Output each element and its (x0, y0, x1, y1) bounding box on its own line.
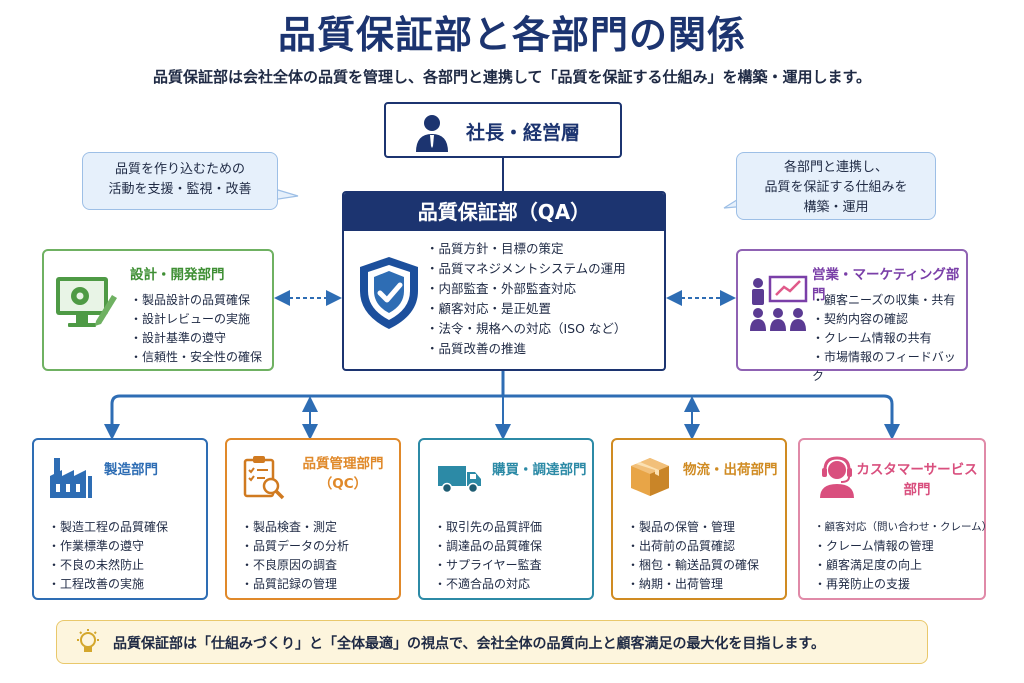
footer-text: 品質保証部は「仕組みづくり」と「全体最適」の視点で、会社全体の品質向上と顧客満足… (113, 636, 826, 652)
list-item: ・顧客対応・是正処置 (426, 301, 552, 316)
quality-control-title: 品質管理部門 （QC） (293, 452, 393, 492)
design-duties-list: ・製品設計の品質確保 ・設計レビューの実施 ・設計基準の遵守 ・信頼性・安全性の… (130, 291, 262, 367)
procurement-title: 購買・調達部門 (492, 462, 587, 478)
lightbulb-icon (77, 629, 99, 652)
factory-icon (50, 458, 92, 498)
list-item: ・設計基準の遵守 (130, 331, 227, 345)
list-item: ・製品検査・測定 (241, 520, 338, 534)
design-department-box: 設計・開発部門 ・製品設計の品質確保 ・設計レビューの実施 ・設計基準の遵守 ・… (42, 249, 274, 371)
qa-duties-list: ・品質方針・目標の策定 ・品質マネジメントシステムの運用 ・内部監査・外部監査対… (426, 239, 626, 359)
monitor-gear-icon (56, 277, 117, 327)
bubble-left-line-1: 品質を作り込むための (114, 162, 245, 177)
list-item: ・不良原因の調査 (241, 558, 338, 572)
footer-note: 品質保証部は「仕組みづくり」と「全体最適」の視点で、会社全体の品質向上と顧客満足… (56, 620, 928, 664)
list-item: ・クレーム情報の共有 (812, 331, 932, 345)
truck-icon (438, 466, 481, 494)
presentation-team-icon (750, 275, 808, 331)
manufacturing-duties-list: ・製造工程の品質確保 ・作業標準の遵守 ・不良の未然防止 ・工程改善の実施 (48, 518, 168, 594)
list-item: ・品質改善の推進 (426, 341, 527, 356)
logistics-duties-list: ・製品の保管・管理 ・出荷前の品質確認 ・梱包・輸送品質の確保 ・納期・出荷管理 (627, 518, 759, 594)
qa-department-box: 品質保証部（QA） ・品質方針・目標の策定 ・品質マネジメントシステムの運用 ・… (342, 191, 666, 371)
page-subtitle: 品質保証部は会社全体の品質を管理し、各部門と連携して「品質を保証する仕組み」を構… (152, 68, 872, 86)
list-item: ・取引先の品質評価 (434, 520, 543, 534)
list-item: ・設計レビューの実施 (130, 312, 251, 326)
headset-icon (820, 456, 854, 498)
box-icon (631, 458, 669, 496)
list-item: ・契約内容の確認 (812, 312, 909, 326)
sales-title: 営業・マーケティング部門 (812, 267, 960, 303)
speech-bubble-right: 各部門と連携し、 品質を保証する仕組みを 構築・運用 (736, 152, 936, 220)
president-box: 社長・経営層 (384, 102, 622, 158)
procurement-department-box: 購買・調達部門 ・取引先の品質評価 ・調達品の品質確保 ・サプライヤー監査 ・不… (418, 438, 594, 600)
list-item: ・内部監査・外部監査対応 (426, 281, 577, 296)
quality-control-title-line-2: （QC） (318, 476, 368, 492)
bubble-right-line-2: 品質を保証する仕組みを (764, 180, 908, 195)
list-item: ・作業標準の遵守 (48, 539, 145, 553)
list-item: ・調達品の品質確保 (434, 539, 543, 553)
list-item: ・クレーム情報の管理 (814, 539, 934, 553)
logistics-title: 物流・出荷部門 (683, 462, 778, 478)
list-item: ・不良の未然防止 (48, 558, 145, 572)
president-label: 社長・経営層 (466, 122, 581, 144)
customer-service-department-box: カスタマーサービス部門 ・顧客対応（問い合わせ・クレーム） ・クレーム情報の管理… (798, 438, 992, 600)
list-item: ・法令・規格への対応（ISO など） (426, 321, 627, 336)
list-item: ・品質マネジメントシステムの運用 (426, 261, 626, 276)
shield-check-icon (360, 257, 418, 329)
design-title: 設計・開発部門 (130, 267, 225, 283)
list-item: ・品質記録の管理 (241, 577, 338, 591)
list-item: ・顧客対応（問い合わせ・クレーム） (814, 521, 993, 533)
list-item: ・製品の保管・管理 (627, 520, 736, 534)
page-title: 品質保証部と各部門の関係 (277, 13, 746, 57)
logistics-department-box: 物流・出荷部門 ・製品の保管・管理 ・出荷前の品質確認 ・梱包・輸送品質の確保 … (611, 438, 787, 600)
sales-department-box: 営業・マーケティング部門 ・顧客ニーズの収集・共有 ・契約内容の確認 ・クレーム… (736, 249, 968, 383)
list-item: ・納期・出荷管理 (627, 577, 724, 591)
qa-title: 品質保証部（QA） (344, 193, 664, 231)
person-icon (416, 115, 448, 152)
list-item: ・製品設計の品質確保 (130, 293, 251, 307)
list-item: ・再発防止の支援 (814, 577, 911, 591)
procurement-duties-list: ・取引先の品質評価 ・調達品の品質確保 ・サプライヤー監査 ・不適合品の対応 (434, 518, 542, 594)
list-item: ・信頼性・安全性の確保 (130, 350, 263, 364)
quality-control-title-line-1: 品質管理部門 (302, 456, 384, 472)
manufacturing-department-box: 製造部門 ・製造工程の品質確保 ・作業標準の遵守 ・不良の未然防止 ・工程改善の… (32, 438, 208, 600)
customer-service-title: カスタマーサービス部門 (856, 462, 978, 498)
list-item: ・出荷前の品質確認 (627, 539, 736, 553)
list-item: ・品質方針・目標の策定 (426, 241, 564, 256)
list-item: ・梱包・輸送品質の確保 (627, 558, 760, 572)
list-item: ・顧客満足度の向上 (814, 558, 923, 572)
bubble-right-line-1: 各部門と連携し、 (783, 160, 888, 175)
quality-control-duties-list: ・製品検査・測定 ・品質データの分析 ・不良原因の調査 ・品質記録の管理 (241, 518, 349, 594)
list-item: ・工程改善の実施 (48, 577, 145, 591)
customer-service-duties-list: ・顧客対応（問い合わせ・クレーム） ・クレーム情報の管理 ・顧客満足度の向上 ・… (814, 518, 992, 594)
list-item: ・サプライヤー監査 (434, 558, 542, 572)
sales-duties-list: ・顧客ニーズの収集・共有 ・契約内容の確認 ・クレーム情報の共有 ・市場情報のフ… (812, 291, 966, 386)
manufacturing-title: 製造部門 (104, 462, 158, 478)
speech-bubble-left: 品質を作り込むための 活動を支援・監視・改善 (82, 152, 278, 210)
bubble-left-line-2: 活動を支援・監視・改善 (108, 182, 252, 197)
list-item: ・不適合品の対応 (434, 577, 531, 591)
clipboard-magnifier-icon (243, 456, 285, 500)
list-item: ・品質データの分析 (241, 539, 350, 553)
list-item: ・顧客ニーズの収集・共有 (812, 293, 956, 307)
quality-control-department-box: 品質管理部門 （QC） ・製品検査・測定 ・品質データの分析 ・不良原因の調査 … (225, 438, 401, 600)
bubble-right-line-3: 構築・運用 (803, 200, 869, 215)
list-item: ・市場情報のフィードバック (812, 350, 956, 383)
list-item: ・製造工程の品質確保 (48, 520, 169, 534)
